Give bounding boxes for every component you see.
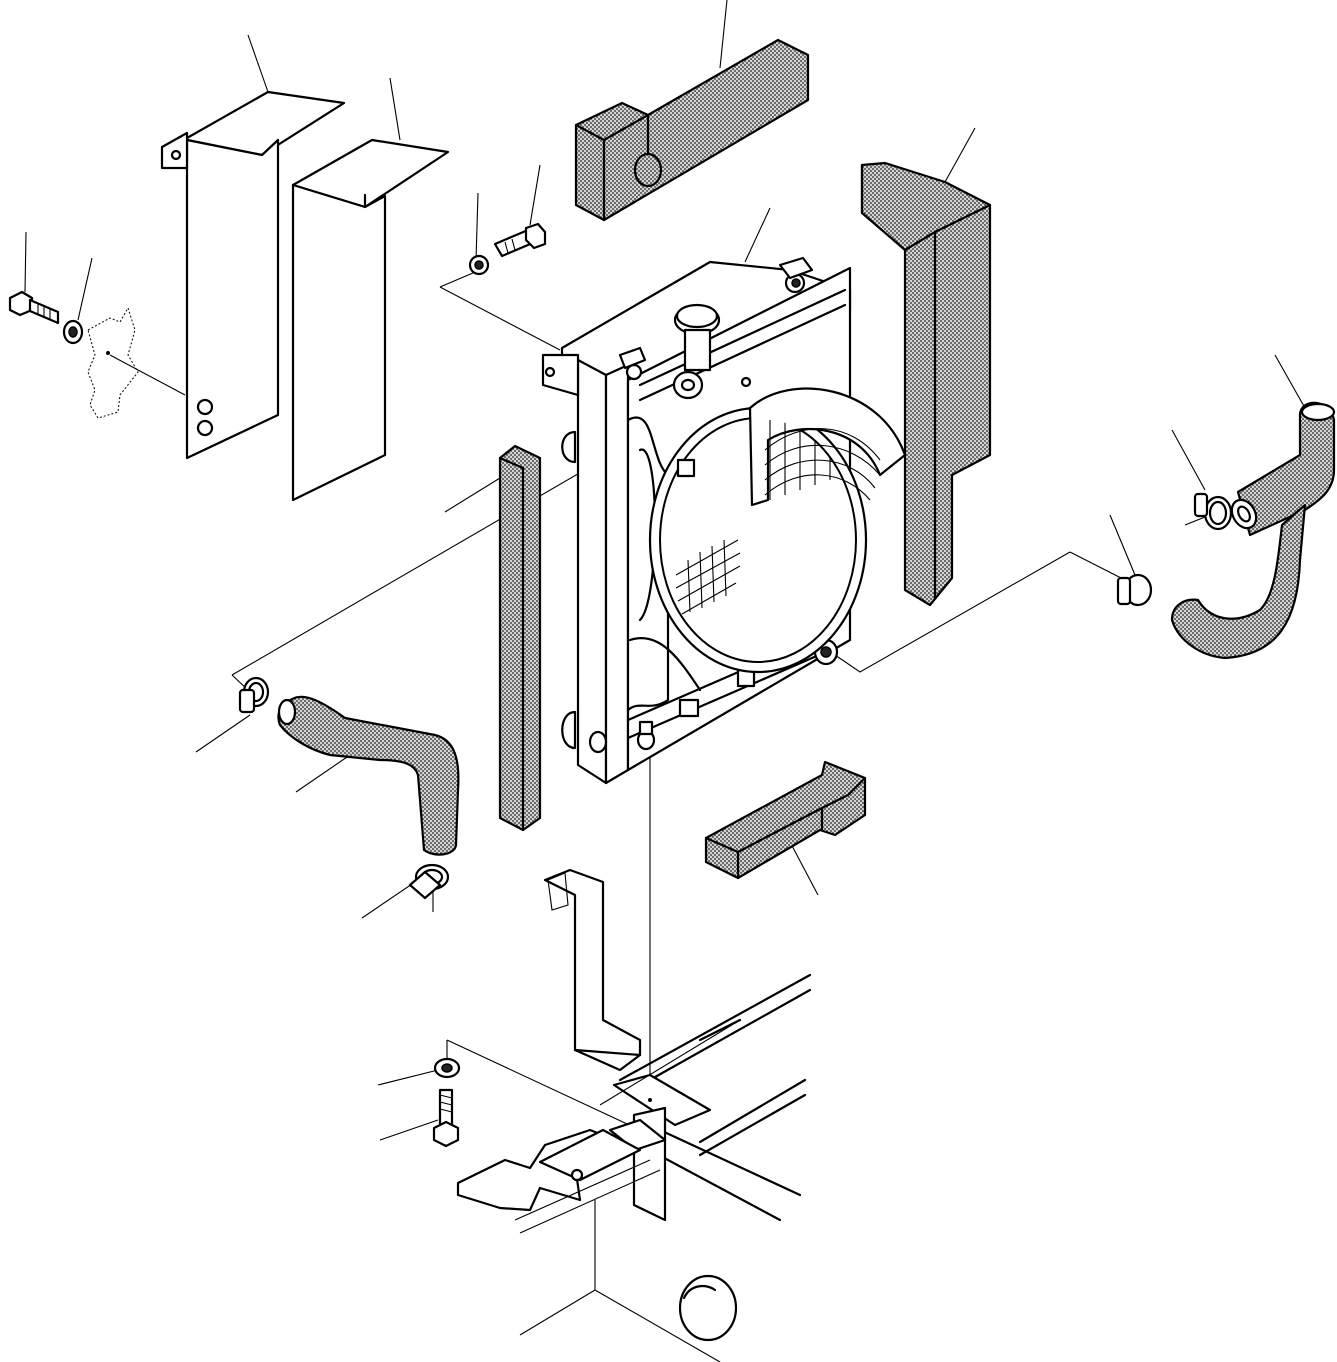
bolt-lower xyxy=(432,1088,460,1148)
leader-lines xyxy=(24,0,1306,1362)
left-foam-strip xyxy=(498,444,542,832)
hose-clamp-left-upper xyxy=(238,676,270,714)
mounting-marker xyxy=(87,306,139,419)
fan-shroud xyxy=(648,376,907,674)
left-cover-plate xyxy=(291,138,450,502)
mounting-frame xyxy=(456,868,812,1342)
left-bracket xyxy=(160,90,346,460)
washer-lower xyxy=(433,1057,461,1079)
hose-clamp-lower-right xyxy=(1116,573,1153,607)
bottom-foam-seal xyxy=(704,760,867,880)
bolt-left xyxy=(8,290,60,325)
upper-foam-seal xyxy=(574,38,810,222)
bolt-top xyxy=(493,222,547,258)
washer-left xyxy=(62,319,84,345)
washer-top xyxy=(468,254,490,276)
hose-clamp-left-lower xyxy=(408,863,450,900)
core-mesh xyxy=(675,539,741,615)
hose-clamp-upper-right xyxy=(1193,492,1233,531)
right-foam-seal xyxy=(860,161,992,607)
upper-radiator-hose xyxy=(1170,401,1336,660)
lower-radiator-hose xyxy=(277,695,460,856)
